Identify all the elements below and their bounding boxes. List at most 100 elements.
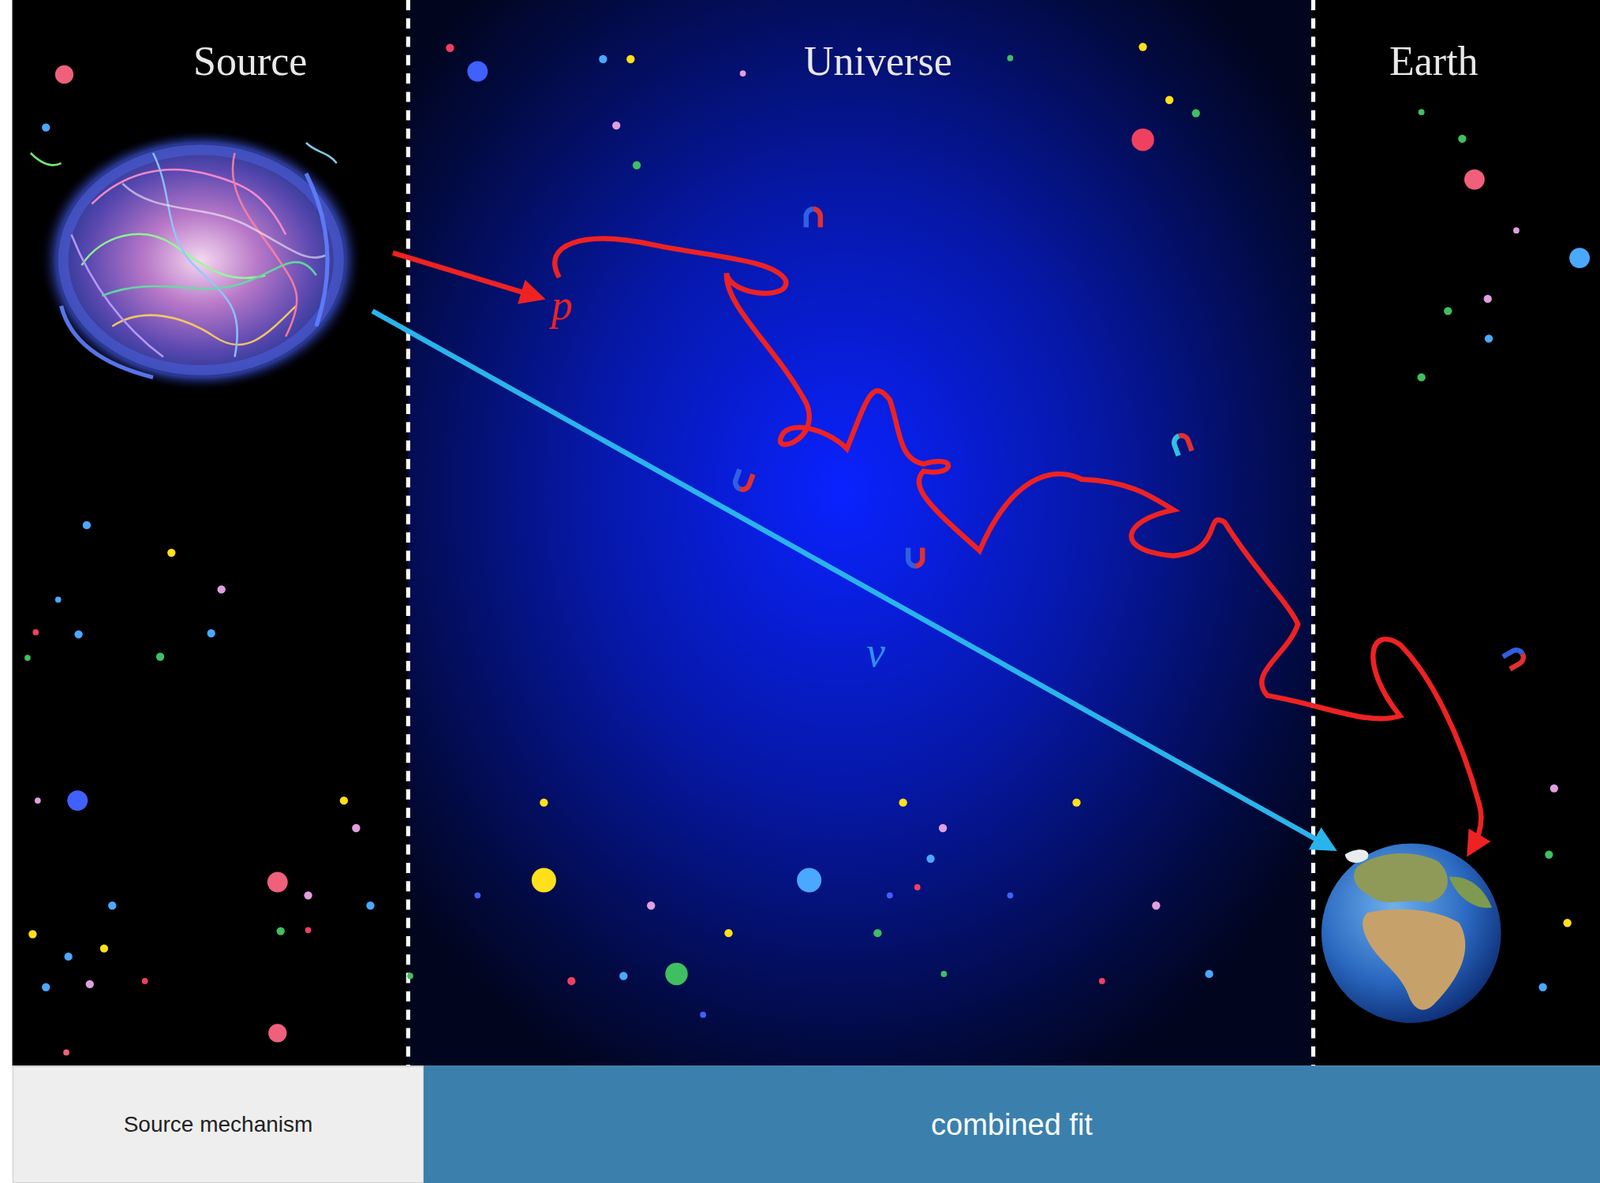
star xyxy=(1151,901,1160,910)
star xyxy=(898,799,907,808)
star xyxy=(1513,227,1520,234)
star xyxy=(41,983,50,992)
star xyxy=(740,70,747,77)
magnet-icon xyxy=(1172,433,1193,457)
star xyxy=(1165,96,1174,105)
region-divider xyxy=(406,0,411,1066)
star xyxy=(28,930,37,939)
star xyxy=(55,596,62,603)
star xyxy=(351,824,360,833)
filament xyxy=(232,153,297,337)
star xyxy=(1418,108,1425,116)
star xyxy=(207,629,216,638)
star xyxy=(407,973,414,980)
star xyxy=(567,977,576,986)
magnet-pole xyxy=(1178,433,1192,454)
star xyxy=(886,892,894,899)
magnet-pole xyxy=(740,471,753,492)
magnet-icon xyxy=(733,469,754,492)
neutrino-path xyxy=(372,310,1333,849)
band-background xyxy=(12,1065,424,1183)
star xyxy=(41,123,50,131)
star xyxy=(1192,108,1200,117)
star xyxy=(646,901,655,910)
box-text: combined fit xyxy=(930,1108,1093,1143)
star xyxy=(305,927,312,934)
star xyxy=(82,521,91,530)
star xyxy=(1457,134,1466,143)
filament xyxy=(153,153,238,358)
star xyxy=(303,891,312,900)
star xyxy=(598,55,607,64)
star xyxy=(67,790,88,812)
filament xyxy=(122,183,327,258)
neutrino-symbol: ν xyxy=(866,629,886,677)
star xyxy=(699,1012,707,1019)
star xyxy=(100,944,109,953)
star xyxy=(1569,247,1590,269)
panel-background xyxy=(12,0,1600,1066)
filament xyxy=(306,173,328,327)
filament xyxy=(91,169,286,235)
region-title: Source xyxy=(193,38,307,84)
source-mechanism-box: Source mechanism xyxy=(12,1066,424,1183)
star xyxy=(85,980,94,989)
star xyxy=(24,654,31,662)
combined-fit-band: combined fit xyxy=(423,1066,1600,1183)
star xyxy=(142,978,149,985)
filament xyxy=(30,153,62,165)
star xyxy=(108,901,116,910)
star xyxy=(1538,983,1547,992)
star xyxy=(1072,799,1081,808)
proton-arrow xyxy=(392,253,542,299)
filament xyxy=(101,261,317,296)
star xyxy=(873,929,882,938)
star xyxy=(1416,373,1425,382)
star xyxy=(1007,892,1014,899)
magnet-pole xyxy=(813,209,821,228)
star xyxy=(1204,970,1213,979)
filament xyxy=(112,306,296,345)
star xyxy=(267,872,288,894)
supernova-remnant xyxy=(30,129,363,391)
star xyxy=(34,797,42,804)
band-background xyxy=(423,1065,1600,1183)
star xyxy=(216,585,225,594)
magnet-icon xyxy=(908,547,923,566)
star-field xyxy=(24,42,1590,1056)
remnant-glow xyxy=(39,129,363,391)
star xyxy=(539,799,548,808)
earth-land xyxy=(1353,853,1448,903)
proton-trajectory xyxy=(554,239,1481,853)
filament xyxy=(61,306,154,378)
star xyxy=(938,824,947,833)
star xyxy=(926,855,935,864)
star xyxy=(1550,784,1559,793)
box-text: Source mechanism xyxy=(123,1112,314,1138)
earth-land xyxy=(1362,909,1466,1011)
magnet-pole xyxy=(806,209,814,228)
star xyxy=(1484,295,1492,303)
star xyxy=(340,796,348,805)
star xyxy=(612,121,621,130)
star xyxy=(445,44,454,53)
region-title: Universe xyxy=(803,38,953,84)
star xyxy=(914,884,921,891)
magnet-icon xyxy=(806,209,821,228)
star xyxy=(55,65,74,84)
remnant-filaments xyxy=(30,142,337,378)
filament xyxy=(306,142,337,164)
filament xyxy=(71,234,164,357)
star xyxy=(167,549,176,558)
filament xyxy=(81,234,266,279)
star xyxy=(63,953,72,961)
star xyxy=(1007,55,1014,62)
star xyxy=(474,892,481,899)
star xyxy=(1562,919,1571,928)
star xyxy=(940,971,947,978)
earth-globe xyxy=(1321,843,1502,1024)
proton-symbol: p xyxy=(551,282,573,329)
magnet-icon xyxy=(1502,647,1526,670)
